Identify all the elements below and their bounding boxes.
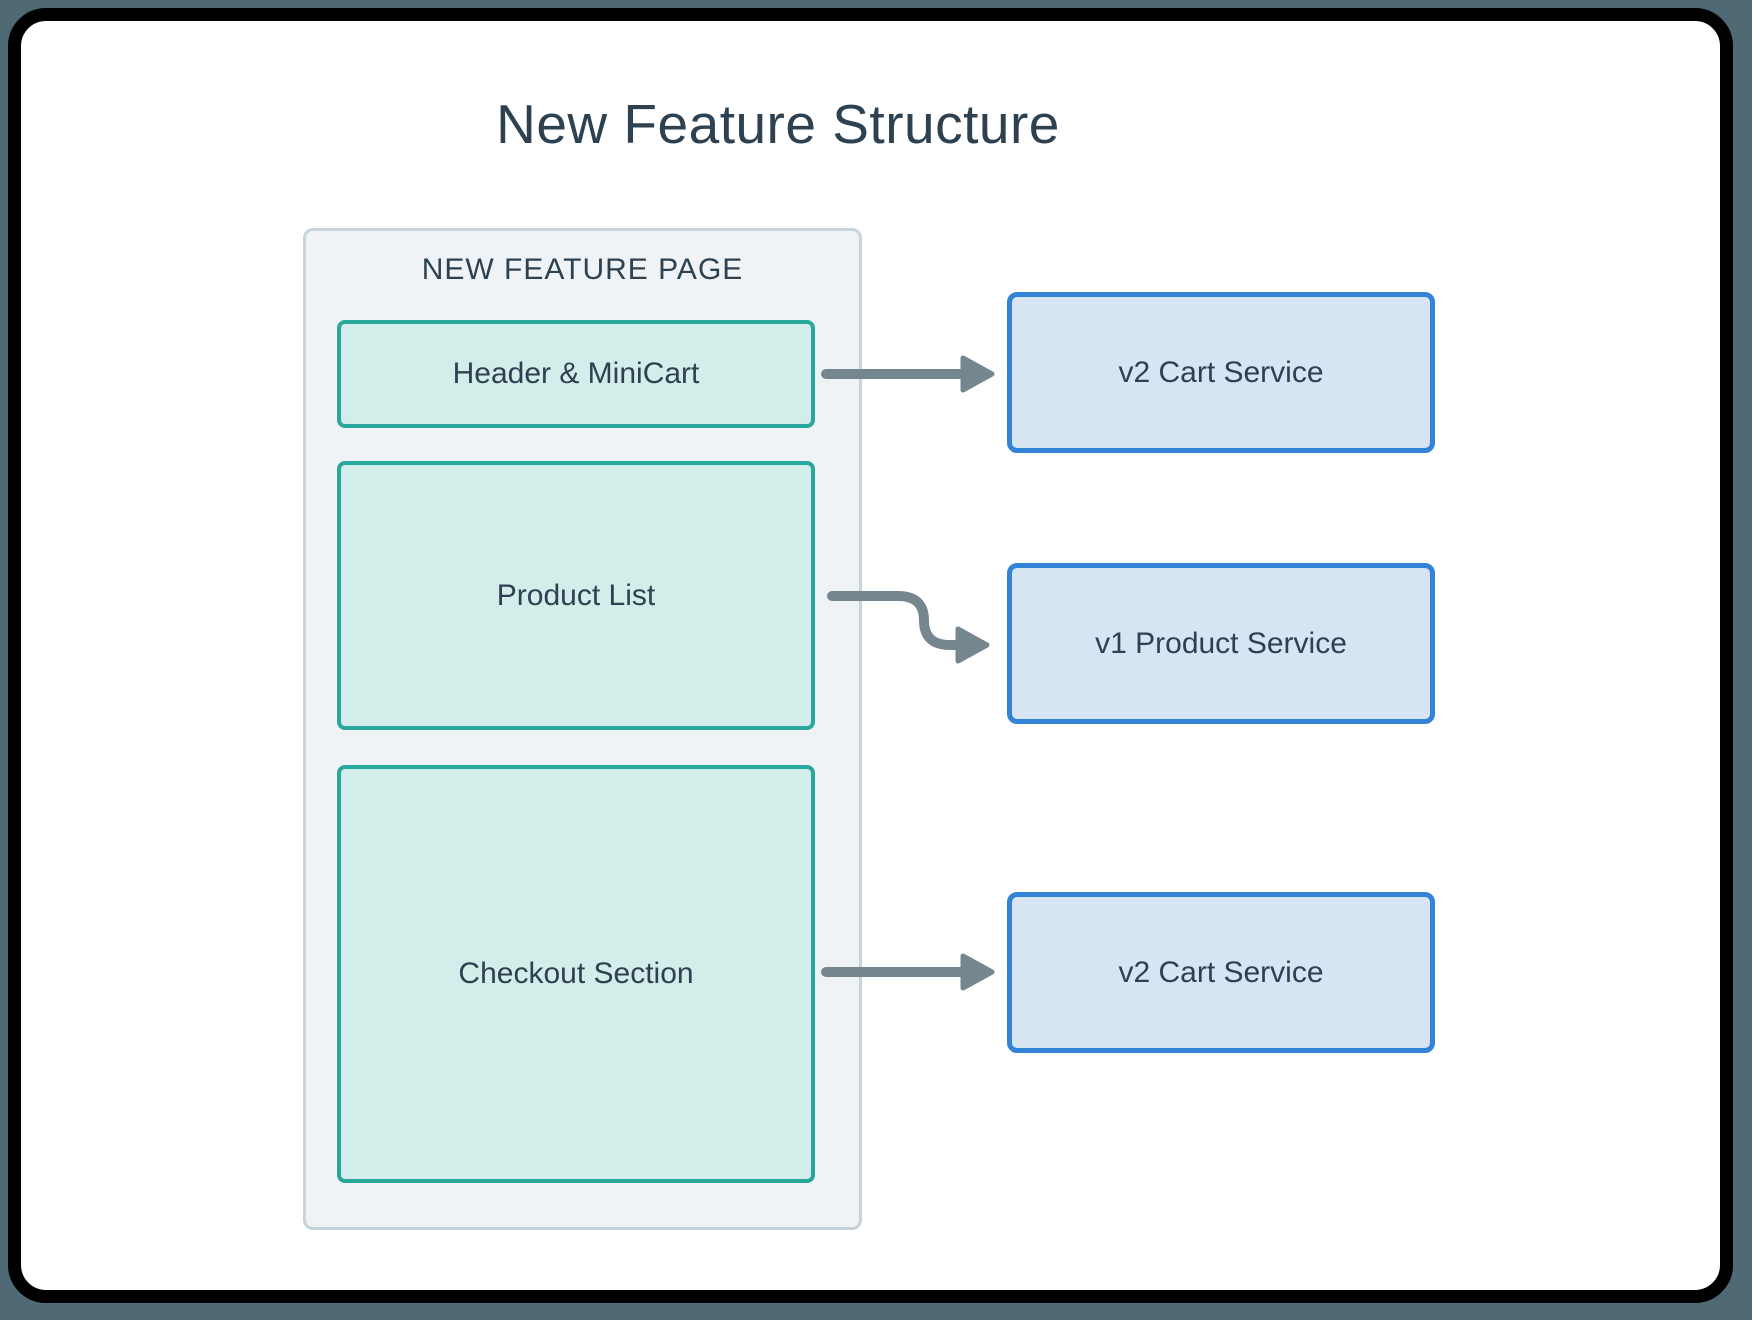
panel-title: NEW FEATURE PAGE (421, 253, 744, 286)
new-feature-page-panel: NEW FEATURE PAGE Header & MiniCart Produ… (303, 228, 862, 1230)
section-label: Checkout Section (458, 957, 694, 990)
section-box-header-minicart: Header & MiniCart (337, 320, 815, 428)
service-box-v2-cart-top: v2 Cart Service (1007, 292, 1435, 453)
diagram-title: New Feature Structure (496, 93, 1060, 155)
service-label: v1 Product Service (1095, 626, 1347, 660)
section-label: Product List (496, 578, 656, 612)
service-box-v1-product: v1 Product Service (1007, 563, 1435, 724)
arrow-head-icon (960, 355, 995, 393)
section-box-checkout: Checkout Section (337, 765, 815, 1183)
section-label: Header & MiniCart (452, 357, 700, 390)
diagram-card (8, 8, 1733, 1303)
arrow-head-icon (960, 953, 995, 991)
arrow-head-icon (955, 626, 990, 664)
section-box-product-list: Product List (337, 461, 815, 730)
service-label: v2 Cart Service (1118, 355, 1324, 389)
service-box-v2-cart-bottom: v2 Cart Service (1007, 892, 1435, 1053)
service-label: v2 Cart Service (1118, 955, 1324, 989)
